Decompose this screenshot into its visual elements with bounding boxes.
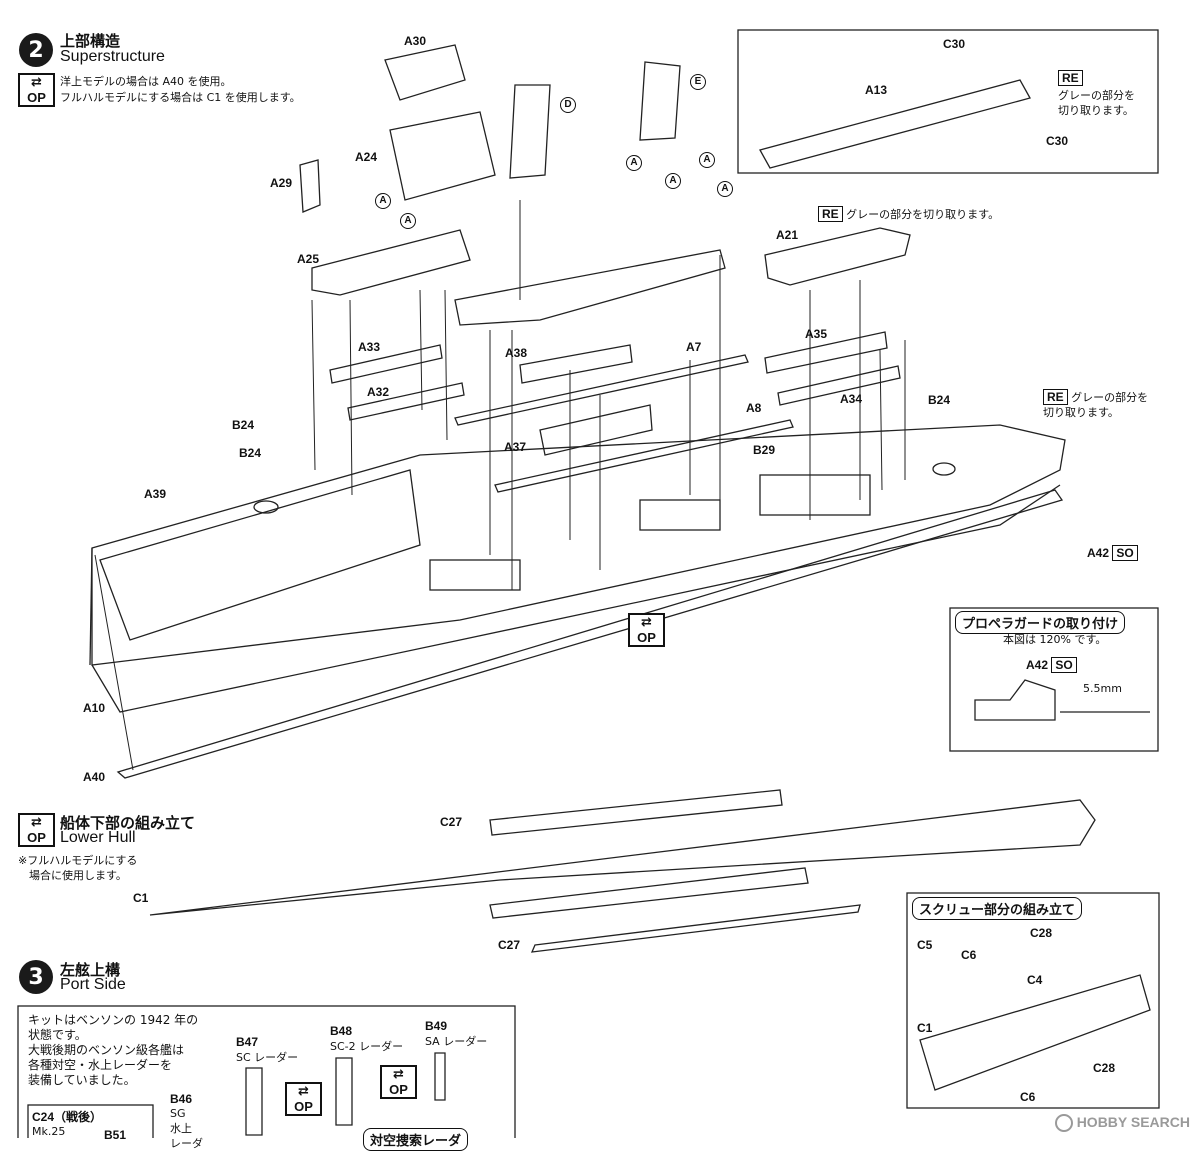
marker-a-5: A — [699, 152, 715, 168]
part-label-a40: A40 — [83, 770, 106, 784]
re-note-mid: RE グレーの部分を切り取ります。 — [818, 206, 999, 222]
step3-b49: B49 — [425, 1019, 448, 1033]
part-label-c27-top: C27 — [440, 815, 463, 829]
op-option-icon: ⇄OP — [18, 813, 55, 847]
lower-hull-title-jp: 船体下部の組み立て — [60, 814, 196, 832]
lower-hull-title-en: Lower Hull — [60, 829, 136, 846]
propguard-scale: 本図は 120% です。 — [1003, 633, 1107, 646]
step3-b51: B51 — [104, 1128, 127, 1142]
step3-note: キットはベンソンの 1942 年の 状態です。 大戦後期のベンソン級各艦は 各種… — [28, 1013, 199, 1087]
part-label-a7: A7 — [686, 340, 702, 354]
part-label-c1: C1 — [133, 891, 149, 905]
part-label-a24: A24 — [355, 150, 378, 164]
part-label-a38: A38 — [505, 346, 528, 360]
part-label-a34: A34 — [840, 392, 863, 406]
marker-a-4: A — [665, 173, 681, 189]
part-label-a42: A42 SO — [1087, 545, 1138, 561]
so-badge: SO — [1051, 657, 1077, 673]
part-label-a25: A25 — [297, 252, 320, 266]
marker-a-1: A — [375, 193, 391, 209]
step2-note-waterline: 洋上モデルの場合は A40 を使用。 — [60, 75, 232, 88]
step3-c24: C24（戦後） — [32, 1110, 103, 1124]
step2-title-jp: 上部構造 — [60, 32, 121, 50]
step3-bottom-cut-label: 対空捜索レーダ — [363, 1128, 469, 1151]
marker-e: E — [690, 74, 706, 90]
so-badge: SO — [1112, 545, 1138, 561]
step3-mk25: Mk.25 — [32, 1125, 66, 1138]
part-label-b24-upper: B24 — [232, 418, 255, 432]
part-label-a30: A30 — [404, 34, 427, 48]
re-note-stern: RE グレーの部分を 切り取ります。 — [1043, 389, 1149, 419]
screw-part-c28-bottom: C28 — [1093, 1061, 1116, 1075]
re-badge: RE — [818, 206, 843, 222]
step3-title-jp: 左舷上構 — [60, 961, 121, 979]
op-option-icon: ⇄OP — [18, 73, 55, 107]
part-label-a29: A29 — [270, 176, 293, 190]
propguard-dimension: 5.5mm — [1083, 682, 1122, 695]
step3-b46-sub: SG 水上 レーダ — [170, 1107, 203, 1150]
re-badge: RE — [1043, 389, 1068, 405]
marker-a-3: A — [626, 155, 642, 171]
part-label-a35: A35 — [805, 327, 828, 341]
part-label-a32: A32 — [367, 385, 390, 399]
op-option-icon: ⇄OP — [380, 1065, 417, 1099]
screw-title: スクリュー部分の組み立て — [912, 897, 1083, 920]
screw-part-c6-top: C6 — [961, 948, 977, 962]
part-label-a13: A13 — [865, 83, 888, 97]
inset-re-badge: RE — [1058, 67, 1083, 86]
part-label-b24-lower: B24 — [239, 446, 262, 460]
part-label-c27-bottom: C27 — [498, 938, 521, 952]
propguard-title: プロペラガードの取り付け — [955, 611, 1126, 634]
part-label-c30-bottom: C30 — [1046, 134, 1069, 148]
screw-part-c4: C4 — [1027, 973, 1043, 987]
step2-note-fullhull: フルハルモデルにする場合は C1 を使用します。 — [60, 91, 301, 104]
step-number-2: 2 — [19, 33, 53, 67]
op-option-icon: ⇄OP — [628, 613, 665, 647]
part-label-a10: A10 — [83, 701, 106, 715]
step3-b47: B47 — [236, 1035, 259, 1049]
step-number-3: 3 — [19, 960, 53, 994]
marker-a-6: A — [717, 181, 733, 197]
step3-b49-sub: SA レーダー — [425, 1035, 488, 1048]
part-label-a21: A21 — [776, 228, 799, 242]
screw-part-c6-bottom: C6 — [1020, 1090, 1036, 1104]
part-label-a33: A33 — [358, 340, 381, 354]
screw-part-c5: C5 — [917, 938, 933, 952]
part-label-a37: A37 — [504, 440, 527, 454]
step2-title-en: Superstructure — [60, 48, 165, 65]
part-label-a8: A8 — [746, 401, 762, 415]
propguard-part-a42: A42 SO — [1026, 657, 1077, 673]
part-label-b24-stern: B24 — [928, 393, 951, 407]
part-label-b29: B29 — [753, 443, 776, 457]
step3-b46: B46 — [170, 1092, 193, 1106]
step3-b48-sub: SC-2 レーダー — [330, 1040, 404, 1053]
hobby-search-watermark: HOBBY SEARCH — [1054, 1114, 1190, 1132]
part-label-a39: A39 — [144, 487, 167, 501]
lower-hull-note: ※フルハルモデルにする 場合に使用します。 — [18, 854, 138, 882]
marker-d: D — [560, 97, 576, 113]
screw-part-c1: C1 — [917, 1021, 933, 1035]
screw-part-c28-top: C28 — [1030, 926, 1053, 940]
op-option-icon: ⇄OP — [285, 1082, 322, 1116]
step3-title-en: Port Side — [60, 976, 126, 993]
inset-re-note: グレーの部分を 切り取ります。 — [1058, 89, 1135, 117]
step3-b48: B48 — [330, 1024, 353, 1038]
marker-a-2: A — [400, 213, 416, 229]
part-label-c30-top: C30 — [943, 37, 966, 51]
step3-b47-sub: SC レーダー — [236, 1051, 299, 1064]
